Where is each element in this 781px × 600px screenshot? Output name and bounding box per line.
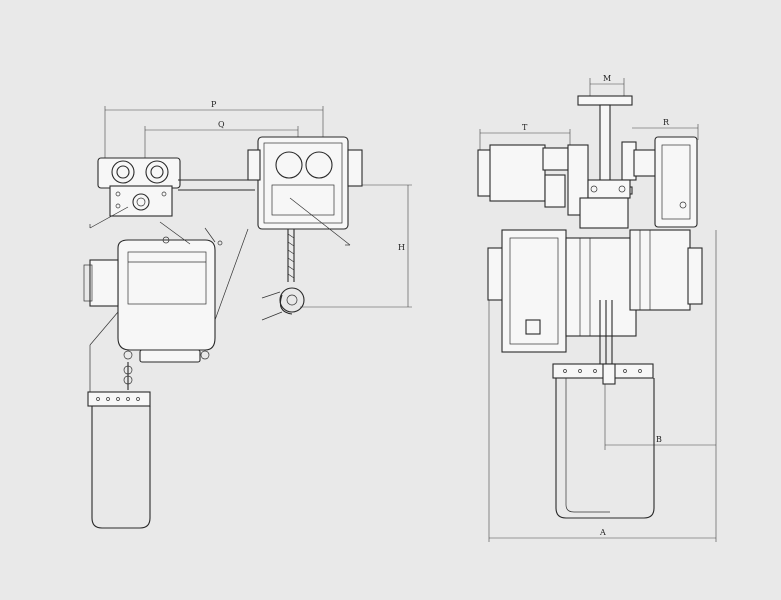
trolley-wheels [89, 157, 181, 229]
label-q: Q [218, 120, 225, 129]
side-view: P Q H [83, 100, 412, 529]
label-h: H [398, 243, 405, 252]
label-b: B [656, 435, 662, 444]
dimension-t: T [479, 123, 571, 150]
label-a: A [599, 528, 606, 537]
label-t: T [522, 123, 528, 132]
label-r: R [663, 118, 670, 127]
hoist-drum [487, 229, 703, 353]
label-p: P [211, 100, 217, 109]
dimension-b: B [604, 380, 716, 450]
hoist-body [83, 221, 223, 363]
chain-and-hook [261, 229, 305, 321]
electrical-box [247, 136, 363, 246]
dimension-p: P [104, 100, 324, 160]
front-view: M T R B A [477, 74, 717, 542]
chain-bag-front [552, 363, 655, 519]
label-m: M [603, 74, 611, 83]
trolley-gearbox [579, 136, 698, 229]
dimension-m: M [589, 74, 625, 98]
dimension-r: R [632, 118, 699, 140]
chain-bag-side [87, 391, 151, 529]
dimension-a: A [488, 230, 717, 542]
trolley-motor [477, 144, 589, 216]
